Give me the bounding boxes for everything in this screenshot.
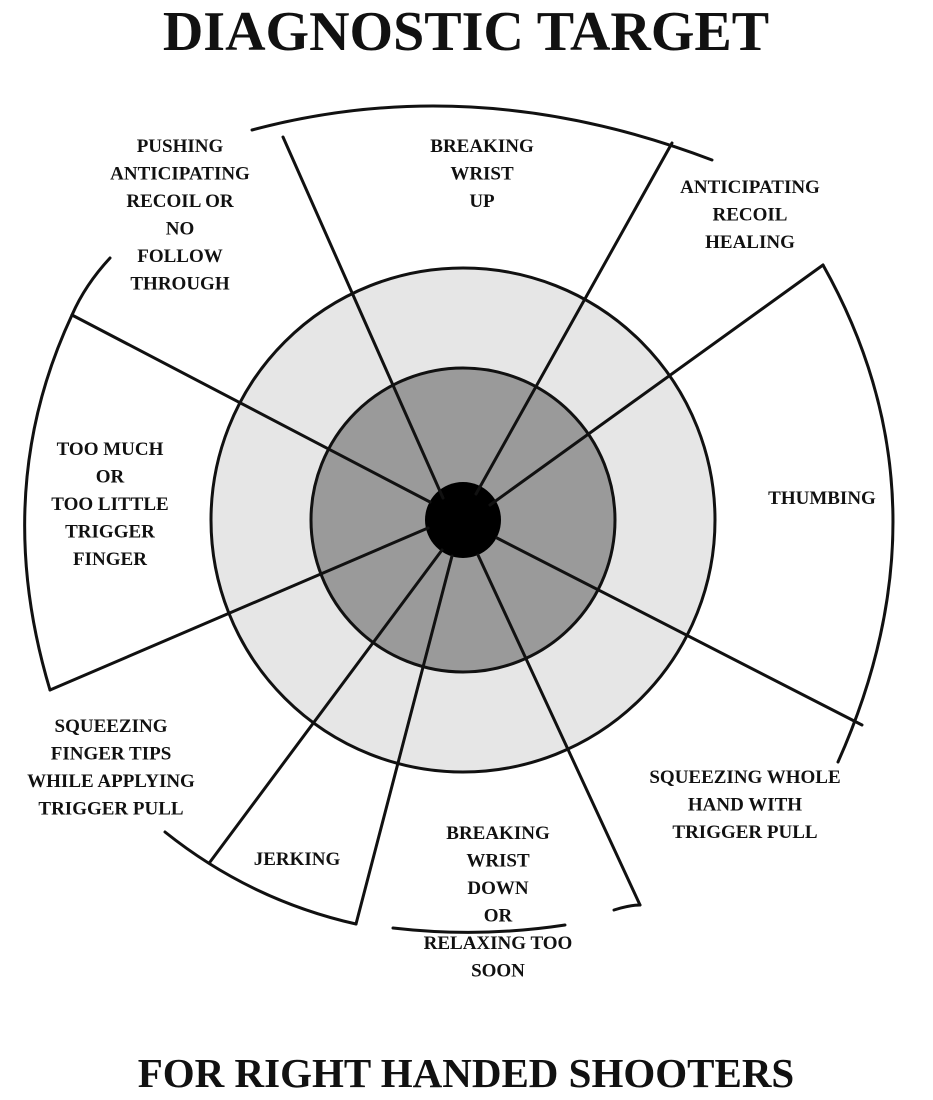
zone-label-line: FINGER TIPS (51, 744, 172, 765)
boundary-arc (250, 104, 714, 162)
zone-label-line: TOO MUCH (57, 439, 164, 460)
zone-label-bottom: BREAKING WRIST DOWN OR RELAXING TOO SOON (424, 823, 573, 982)
divider-line (488, 263, 825, 507)
divider-line (70, 313, 432, 504)
zone-label-line: PUSHING (137, 136, 224, 157)
boundary-arc (70, 256, 112, 317)
zone-label-line: TRIGGER (65, 522, 155, 543)
bullseye (425, 482, 501, 558)
zone-label-line: OR (96, 467, 125, 488)
zone-label-line: SQUEEZING (55, 716, 168, 737)
zone-label-line: BREAKING (430, 136, 534, 157)
zone-label-line: HEALING (705, 232, 795, 253)
zone-label-top-left: PUSHING ANTICIPATING RECOIL OR NO FOLLOW THRO… (110, 136, 250, 295)
zone-label-line: ANTICIPATING (110, 164, 250, 185)
zone-label-line: BREAKING (446, 823, 550, 844)
zone-label-line: DOWN (467, 878, 529, 899)
zone-label-line: WRIST (450, 164, 514, 185)
boundary-arc (163, 830, 358, 926)
boundary-arc (391, 923, 567, 934)
divider-line (281, 135, 445, 500)
zone-label-bottom-right: SQUEEZING WHOLE HAND WITH TRIGGER PULL (649, 767, 840, 843)
zone-label-left: TOO MUCH OR TOO LITTLE TRIGGER FINGER (51, 439, 168, 570)
zone-label-line: FINGER (73, 549, 147, 570)
zone-label-line: RECOIL (713, 205, 788, 226)
zone-label-line: UP (469, 191, 495, 212)
zone-label-line: OR (484, 906, 513, 927)
zone-label-line: NO (166, 219, 195, 240)
divider-line (208, 548, 444, 864)
zone-label-top-right: ANTICIPATING RECOIL HEALING (680, 177, 820, 253)
zone-label-line: SQUEEZING WHOLE (649, 767, 840, 788)
outer-boundary-arcs (23, 104, 895, 934)
zone-label-line: HAND WITH (688, 795, 802, 816)
zone-label-line: SOON (471, 961, 525, 982)
zone-label-bottom-left: SQUEEZING FINGER TIPS WHILE APPLYING TRIGGE… (27, 716, 195, 820)
page-title: DIAGNOSTIC TARGET (163, 1, 769, 63)
zone-label-line: TRIGGER PULL (38, 799, 183, 820)
zone-label-top: BREAKING WRIST UP (430, 136, 534, 212)
divider-line (474, 141, 674, 496)
zone-label-line: TOO LITTLE (51, 494, 168, 515)
divider-line (495, 536, 864, 727)
boundary-arc (612, 903, 642, 912)
zone-label-line: THROUGH (130, 274, 229, 295)
divider-line (48, 526, 430, 692)
zone-label-line: FOLLOW (137, 246, 223, 267)
zone-label-line: WHILE APPLYING (27, 771, 195, 792)
zone-label-line: RELAXING TOO (424, 933, 573, 954)
zone-label-line: WRIST (466, 851, 530, 872)
boundary-arc (23, 313, 74, 692)
zone-label-line: TRIGGER PULL (672, 822, 817, 843)
zone-labels: PUSHING ANTICIPATING RECOIL OR NO FOLLOW THRO… (27, 136, 876, 982)
divider-line (476, 553, 642, 907)
zone-label-line: ANTICIPATING (680, 177, 820, 198)
boundary-arc (821, 263, 895, 764)
zone-label-line: JERKING (254, 849, 341, 870)
zone-dividers (48, 135, 864, 926)
zone-label-right: THUMBING (768, 488, 876, 509)
zone-label-line: THUMBING (768, 488, 876, 509)
zone-label-bottom-left-inner: JERKING (254, 849, 341, 870)
divider-line (354, 554, 454, 926)
zone-label-line: RECOIL OR (126, 191, 233, 212)
footer-caption: FOR RIGHT HANDED SHOOTERS (138, 1050, 795, 1096)
